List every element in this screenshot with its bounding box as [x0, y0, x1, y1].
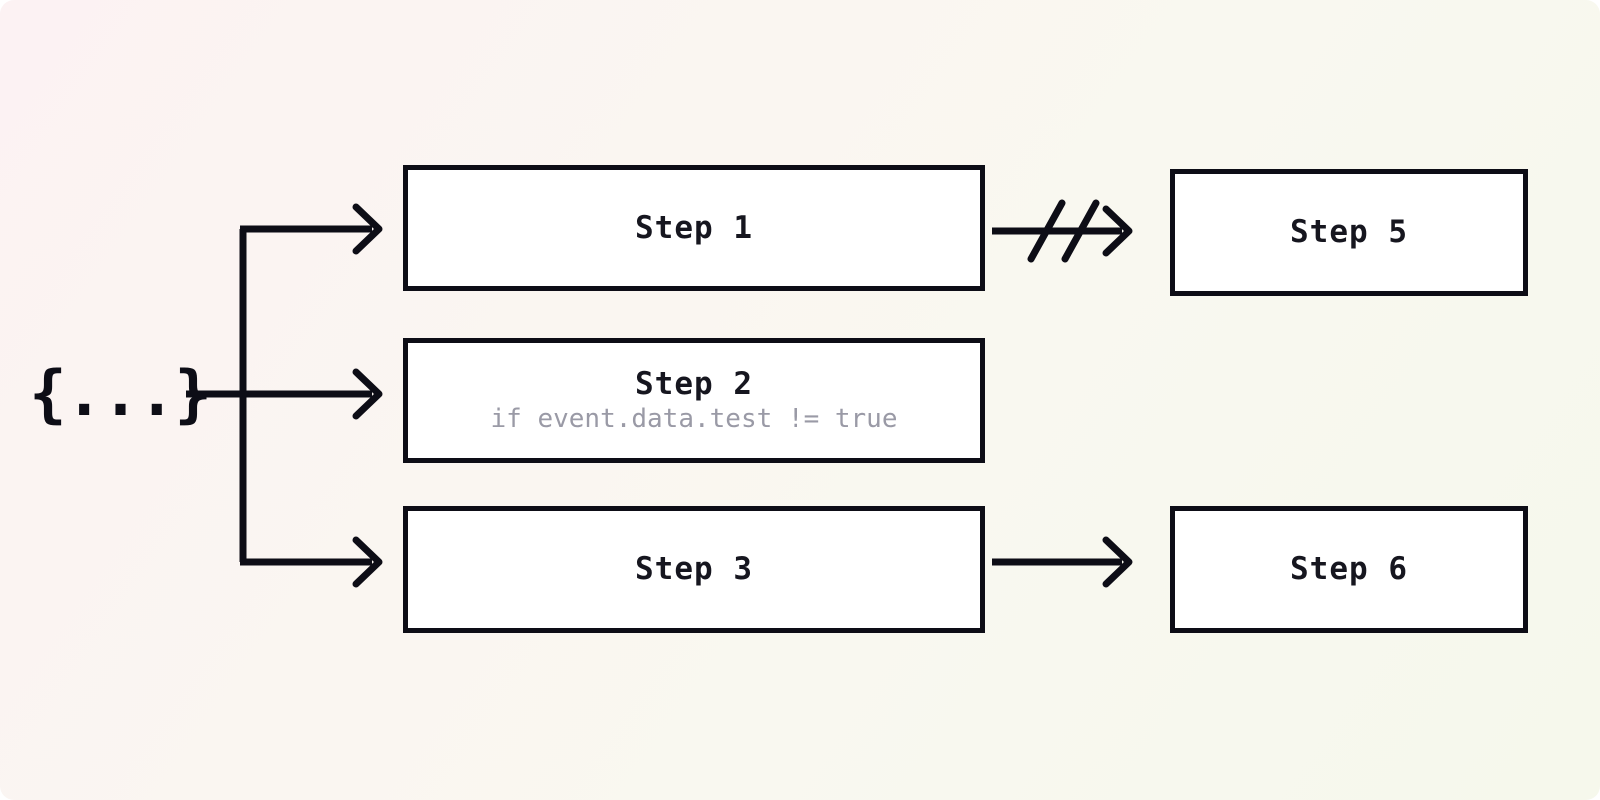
broken-edge-slash-1: [1027, 199, 1066, 263]
trigger-payload-glyph: {...}: [29, 357, 212, 430]
step-title: Step 1: [635, 209, 753, 246]
step-title: Step 6: [1290, 551, 1408, 588]
step-box-step-3[interactable]: Step 3: [403, 506, 985, 633]
step-box-step-2[interactable]: Step 2 if event.data.test != true: [403, 338, 985, 463]
step-title: Step 2: [635, 365, 753, 402]
arrowhead-step2: [352, 368, 383, 420]
step-box-step-1[interactable]: Step 1: [403, 165, 985, 291]
step-title: Step 5: [1290, 214, 1408, 251]
arrowhead-step5: [1102, 205, 1133, 257]
step-box-step-5[interactable]: Step 5: [1170, 169, 1528, 296]
step-title: Step 3: [635, 551, 753, 588]
arrowhead-step3: [352, 536, 383, 588]
step-condition-expression: if event.data.test != true: [490, 404, 898, 435]
broken-edge-slash-2: [1061, 199, 1100, 263]
arrowhead-step6: [1102, 536, 1133, 588]
arrowhead-step1: [352, 203, 383, 255]
step-box-step-6[interactable]: Step 6: [1170, 506, 1528, 633]
